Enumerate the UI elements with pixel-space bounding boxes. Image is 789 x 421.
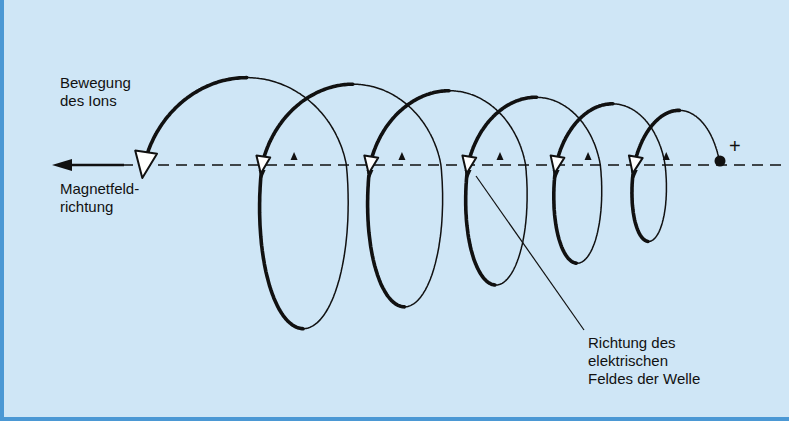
motion-label: Bewegung des Ions xyxy=(60,74,131,110)
charge-sign: + xyxy=(729,135,741,157)
helix-illustration xyxy=(4,0,789,421)
path-front xyxy=(554,104,613,263)
motion-arrowhead xyxy=(256,156,270,174)
field-marker xyxy=(398,152,405,160)
field-direction-label: Magnetfeld- richtung xyxy=(60,180,139,216)
motion-arrowhead xyxy=(135,151,157,178)
path-front xyxy=(466,97,537,285)
ion-stem xyxy=(719,161,721,165)
field-arrow-head xyxy=(52,159,72,171)
path-back xyxy=(537,97,602,263)
field-axis xyxy=(122,164,782,166)
field-marker xyxy=(496,152,503,160)
field-marker xyxy=(291,152,298,160)
path-back xyxy=(679,110,720,165)
leader-line xyxy=(476,176,584,330)
motion-arrowhead xyxy=(551,155,565,173)
field-marker xyxy=(663,152,670,160)
field-arrow-shaft xyxy=(68,164,124,166)
field-marker xyxy=(585,152,592,160)
motion-arrowhead xyxy=(364,156,378,174)
path-front xyxy=(632,110,680,241)
path-front xyxy=(260,84,353,329)
ion-dot xyxy=(715,156,726,167)
path-back xyxy=(353,84,443,307)
path-back xyxy=(247,78,349,329)
motion-arrowhead xyxy=(629,155,643,173)
path-back xyxy=(613,104,667,242)
path-front xyxy=(145,78,247,164)
ion-path xyxy=(135,78,725,329)
path-front xyxy=(368,91,449,307)
motion-arrowhead xyxy=(462,156,476,174)
path-back xyxy=(449,91,527,285)
wave-field-label: Richtung des elektrischen Feldes der Wel… xyxy=(588,334,713,388)
